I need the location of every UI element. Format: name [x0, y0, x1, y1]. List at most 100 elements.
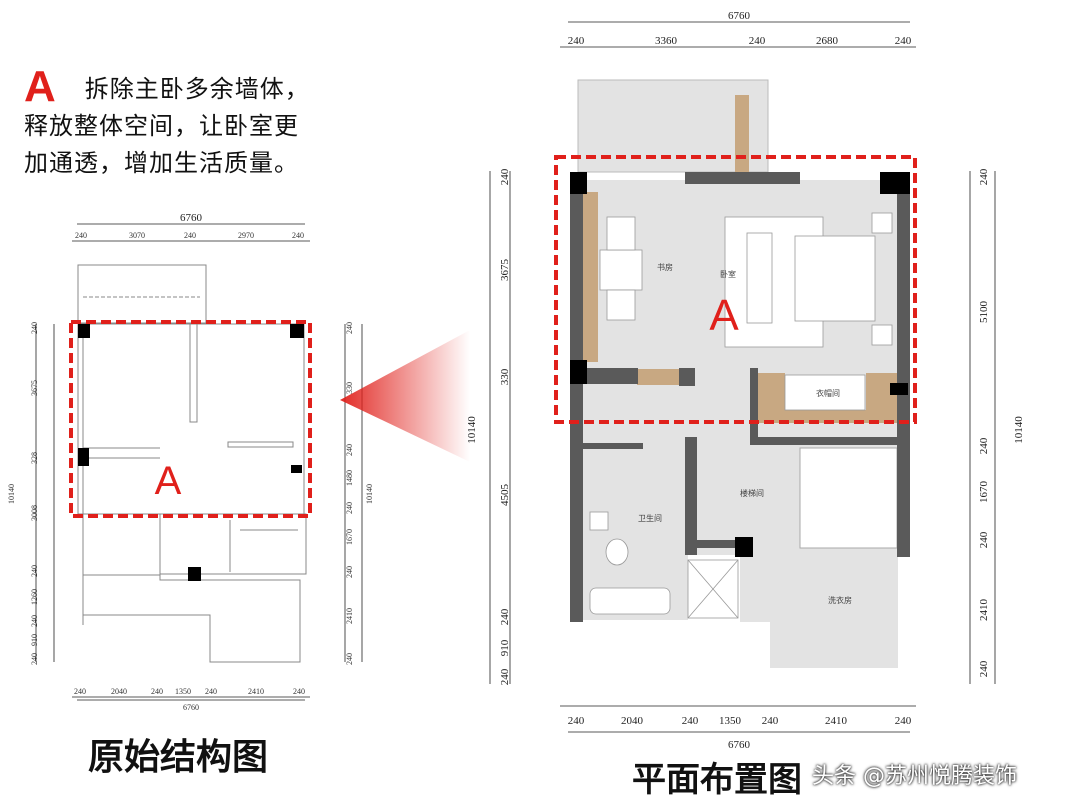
layout-dimension-lines	[489, 21, 996, 733]
layout-bottom-total: 6760	[728, 739, 751, 751]
dim: 240	[978, 531, 990, 548]
dim: 2040	[621, 715, 644, 727]
dim: 240	[74, 687, 86, 696]
original-columns	[78, 324, 304, 581]
dim: 240	[345, 566, 354, 578]
bathtub	[589, 587, 671, 615]
dim: 240	[205, 687, 217, 696]
dim: 240	[978, 437, 990, 454]
dim: 240	[345, 444, 354, 456]
dim: 240	[75, 231, 87, 240]
dim: 240	[30, 322, 39, 334]
original-top-total: 6760	[180, 212, 203, 224]
layout-right-dims: 240 5100 240 1670 240 2410 240	[978, 168, 990, 677]
dim: 240	[895, 35, 912, 47]
dim: 240	[345, 502, 354, 514]
dim: 240	[568, 35, 585, 47]
annotation-marker: A	[24, 62, 57, 111]
room-bathroom: 卫生间	[638, 513, 662, 523]
dim: 910	[499, 639, 511, 656]
layout-columns	[570, 172, 910, 557]
dim: 2410	[825, 715, 848, 727]
dim: 330	[499, 368, 511, 385]
nightstand	[871, 324, 893, 346]
layout-top-dims: 240 3360 240 2680 240	[568, 35, 912, 47]
dim: 240	[978, 168, 990, 185]
annotation-line-3: 加通透，增加生活质量。	[24, 149, 299, 177]
original-left-dims: 240 3675 328 3008 240 1260 240 910 240	[30, 322, 39, 665]
room-closet: 衣帽间	[816, 388, 840, 398]
room-study: 书房	[657, 262, 673, 272]
dim: 240	[30, 615, 39, 627]
dim: 240	[749, 35, 766, 47]
dim: 2970	[238, 231, 254, 240]
room-stairs: 楼梯间	[740, 488, 764, 498]
sofa	[746, 232, 773, 324]
layout-plan-caption: 平面布置图	[632, 760, 802, 800]
dim: 910	[30, 634, 39, 646]
dim: 1670	[345, 529, 354, 545]
dim: 330	[345, 382, 354, 394]
original-bottom-total: 6760	[183, 703, 199, 712]
dim: 240	[293, 687, 305, 696]
original-right-total: 10140	[365, 484, 374, 504]
dim: 2410	[345, 608, 354, 624]
dim: 240	[499, 168, 511, 185]
staircase	[799, 447, 898, 549]
toilet	[605, 538, 629, 566]
annotation-line-2: 释放整体空间，让卧室更	[24, 112, 299, 140]
dim: 240	[151, 687, 163, 696]
dim: 1480	[345, 470, 354, 486]
annotation-line-1: 拆除主卧多余墙体，	[84, 75, 310, 103]
layout-left-total: 10140	[466, 416, 478, 444]
annotation-text: A 拆除主卧多余墙体， 释放整体空间，让卧室更 加通透，增加生活质量。	[24, 65, 310, 182]
dim: 2410	[248, 687, 264, 696]
dim: 2040	[111, 687, 127, 696]
bed	[794, 235, 876, 322]
dim: 4505	[499, 484, 511, 507]
dim: 328	[30, 452, 39, 464]
dim: 240	[978, 660, 990, 677]
room-bedroom: 卧室	[720, 269, 736, 279]
layout-area-marker: A	[709, 291, 739, 340]
layout-plan: 6760 240 3360 240 2680 240 10140 240 367…	[466, 10, 1025, 751]
room-laundry: 洗衣房	[828, 595, 852, 605]
dim: 240	[682, 715, 699, 727]
layout-top-total: 6760	[728, 10, 751, 22]
original-highlight-box	[69, 320, 312, 518]
dim: 240	[499, 608, 511, 625]
original-area-marker: A	[155, 459, 182, 503]
dim: 240	[345, 653, 354, 665]
dim: 240	[292, 231, 304, 240]
dim: 1350	[719, 715, 742, 727]
layout-bottom-dims: 240 2040 240 1350 240 2410 240	[568, 715, 912, 727]
dim: 240	[895, 715, 912, 727]
desk	[599, 249, 643, 291]
furniture	[589, 212, 893, 619]
sink	[589, 511, 609, 531]
layout-right-total: 10140	[1013, 416, 1025, 444]
dim: 240	[499, 668, 511, 685]
dim: 1350	[175, 687, 191, 696]
nightstand	[871, 212, 893, 234]
dim: 240	[762, 715, 779, 727]
original-plan: 6760 240 3070 240 2970 240 10140 240 367…	[7, 212, 374, 712]
dim: 5100	[978, 301, 990, 324]
dim: 1260	[30, 589, 39, 605]
original-plan-caption: 原始结构图	[88, 736, 269, 778]
dim: 3070	[129, 231, 145, 240]
closet-island	[784, 374, 866, 411]
chair	[606, 289, 636, 321]
layout-walls	[570, 172, 910, 622]
dim: 240	[345, 322, 354, 334]
layout-highlight-box	[554, 155, 917, 424]
dim: 3360	[655, 35, 678, 47]
layout-left-dims: 240 3675 330 4505 240 910 240	[499, 168, 511, 685]
dim: 3675	[499, 259, 511, 282]
dim: 2410	[978, 599, 990, 622]
dim: 3675	[30, 380, 39, 396]
dim: 240	[30, 565, 39, 577]
dim: 2680	[816, 35, 839, 47]
